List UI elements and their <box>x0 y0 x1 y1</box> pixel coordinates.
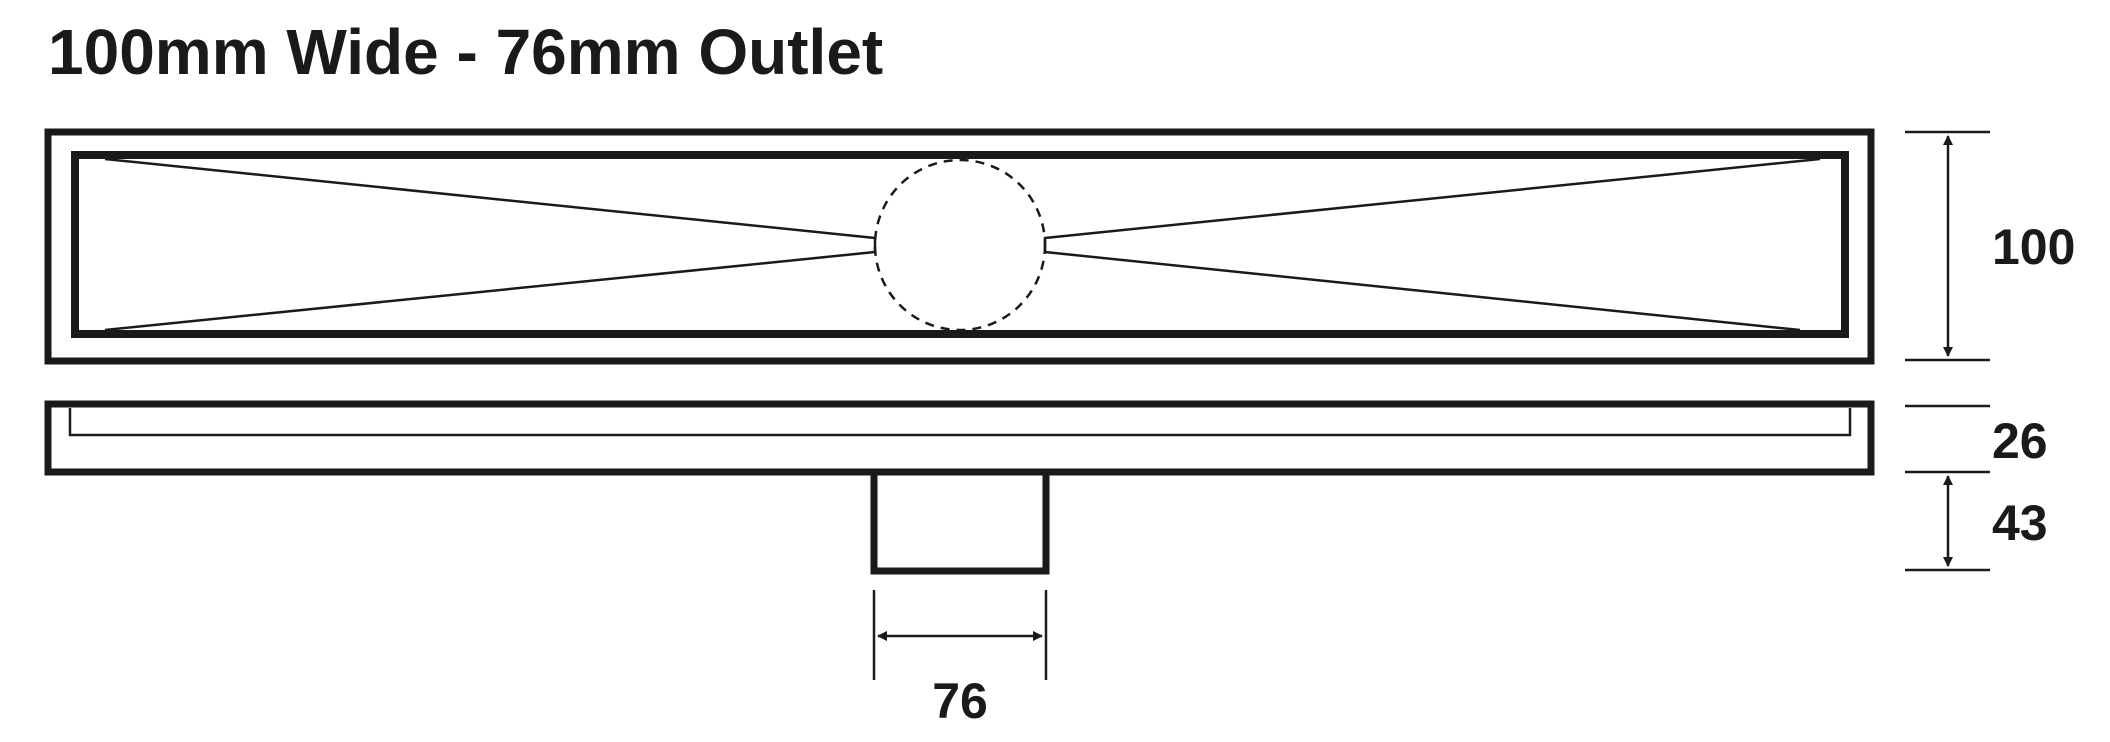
plan-view <box>44 128 1875 365</box>
fall-line-right <box>1043 157 1821 332</box>
side-view <box>44 400 1875 575</box>
side-inner-lip <box>68 408 1852 437</box>
dimension-width-label: 100 <box>1992 219 2075 275</box>
fall-line-left <box>104 157 877 332</box>
dimension-width <box>1905 130 1990 362</box>
dimension-outlet-width-label: 76 <box>932 673 988 729</box>
side-outer-frame <box>44 400 1875 476</box>
dimension-outlet-height-label: 43 <box>1992 495 2048 551</box>
dimension-heights <box>1905 404 1990 572</box>
dimension-outlet-width <box>872 590 1048 680</box>
dimension-top-height-label: 26 <box>1992 413 2048 469</box>
outlet-circle <box>873 158 1047 332</box>
outlet-spigot <box>870 475 1050 575</box>
plan-inner-channel <box>71 151 1849 338</box>
plan-outer-frame <box>44 128 1875 365</box>
drawing-title: 100mm Wide - 76mm Outlet <box>48 16 884 88</box>
